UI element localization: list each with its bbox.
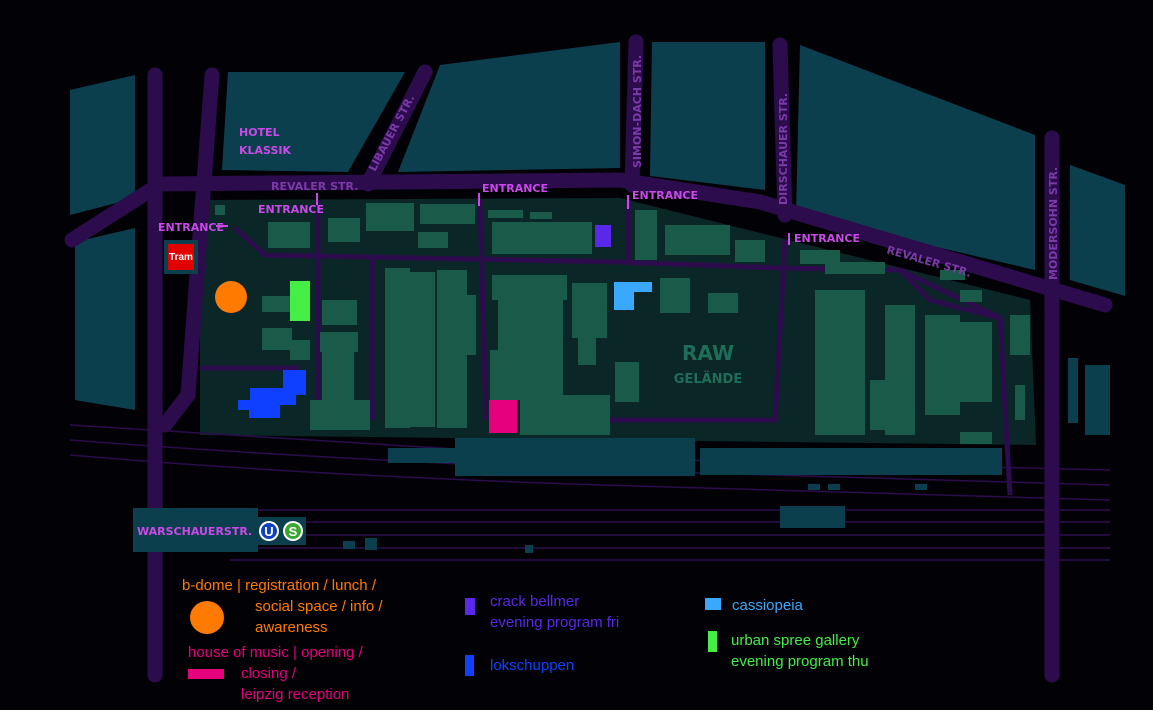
roads [64, 34, 1113, 683]
legend-text: evening program fri [490, 614, 620, 631]
dirschauer-street [772, 37, 793, 223]
legend-b-dome: b-dome | registration / lunch / social s… [182, 575, 383, 638]
legend-text: house of music | opening / [188, 644, 363, 661]
legend-text: lokschuppen [490, 657, 575, 674]
legend-text: cassiopeia [732, 597, 803, 614]
street-label-modersohn: MODERSOHN STR. [1047, 167, 1060, 280]
legend-text: social space / info / [255, 598, 383, 615]
site-paths [200, 199, 1013, 496]
city-block [650, 42, 765, 190]
buildings [215, 203, 1030, 444]
city-blocks [70, 42, 1125, 435]
entrance-label: ENTRANCE [258, 203, 324, 216]
urban-spree-swatch [708, 631, 717, 652]
city-block [796, 45, 1035, 270]
legend-text: leipzig reception [241, 686, 350, 703]
street [157, 67, 220, 433]
house-of-music-swatch [188, 669, 224, 679]
b-dome-marker[interactable] [215, 281, 247, 313]
sbahn-icon: S [289, 524, 298, 539]
entrance-label: ENTRANCE [482, 182, 548, 195]
tram-stop[interactable]: Tram [164, 240, 198, 274]
cassiopeia-swatch [705, 598, 721, 610]
legend-text: closing / [241, 665, 297, 682]
city-block [1068, 358, 1078, 423]
cassiopeia-marker[interactable] [614, 282, 652, 310]
entrances: ENTRANCE ENTRANCE ENTRANCE ENTRANCE ENTR… [158, 182, 860, 245]
house-of-music-marker[interactable] [489, 400, 517, 433]
site-name: RAW [682, 341, 734, 365]
ubahn-icon: U [264, 524, 273, 539]
tram-label: Tram [169, 252, 193, 263]
legend-text: urban spree gallery [731, 632, 860, 649]
city-block [222, 72, 405, 172]
city-block [75, 228, 135, 410]
hotel-label-2: KLASSIK [239, 144, 291, 157]
legend-cassiopeia: cassiopeia [732, 595, 803, 616]
legend-text: evening program thu [731, 653, 869, 670]
entrance-label: ENTRANCE [158, 221, 224, 234]
revaler-street [64, 172, 1113, 313]
street-label-simon-dach: SIMON-DACH STR. [631, 55, 644, 168]
legend-urban-spree: urban spree gallery evening program thu [731, 630, 869, 672]
lokschuppen-marker[interactable] [238, 370, 306, 418]
city-block [1085, 365, 1110, 435]
legend-text: crack bellmer [490, 593, 580, 610]
city-block [70, 75, 135, 215]
legend-text: b-dome | registration / lunch / [182, 577, 376, 594]
libauer-street [360, 64, 433, 192]
urban-spree-marker[interactable] [290, 281, 310, 321]
simon-dach-street [624, 34, 644, 193]
city-block [1070, 165, 1125, 296]
legend-text: awareness [255, 619, 328, 636]
entrance-label: ENTRANCE [632, 189, 698, 202]
street-label-dirschauer: DIRSCHAUER STR. [777, 93, 790, 205]
site-subtitle: GELÄNDE [674, 371, 742, 387]
legend-lokschuppen: lokschuppen [490, 655, 574, 676]
venue-markers [215, 225, 652, 433]
warschauer-station[interactable]: WARSCHAUERSTR. U S [133, 508, 306, 552]
entrance-label: ENTRANCE [794, 232, 860, 245]
street-label-revaler: REVALER STR. [271, 180, 358, 193]
lokschuppen-swatch [465, 655, 474, 676]
city-block [398, 42, 620, 172]
crack-bellmer-marker[interactable] [595, 225, 611, 247]
hotel-label-1: HOTEL [239, 126, 280, 139]
platforms [343, 438, 1002, 553]
legend-crack-bellmer: crack bellmer evening program fri [490, 591, 619, 633]
b-dome-swatch [190, 601, 224, 634]
legend-house-of-music: house of music | opening / closing / lei… [188, 642, 363, 705]
station-label: WARSCHAUERSTR. [137, 525, 252, 538]
crack-bellmer-swatch [465, 598, 475, 615]
